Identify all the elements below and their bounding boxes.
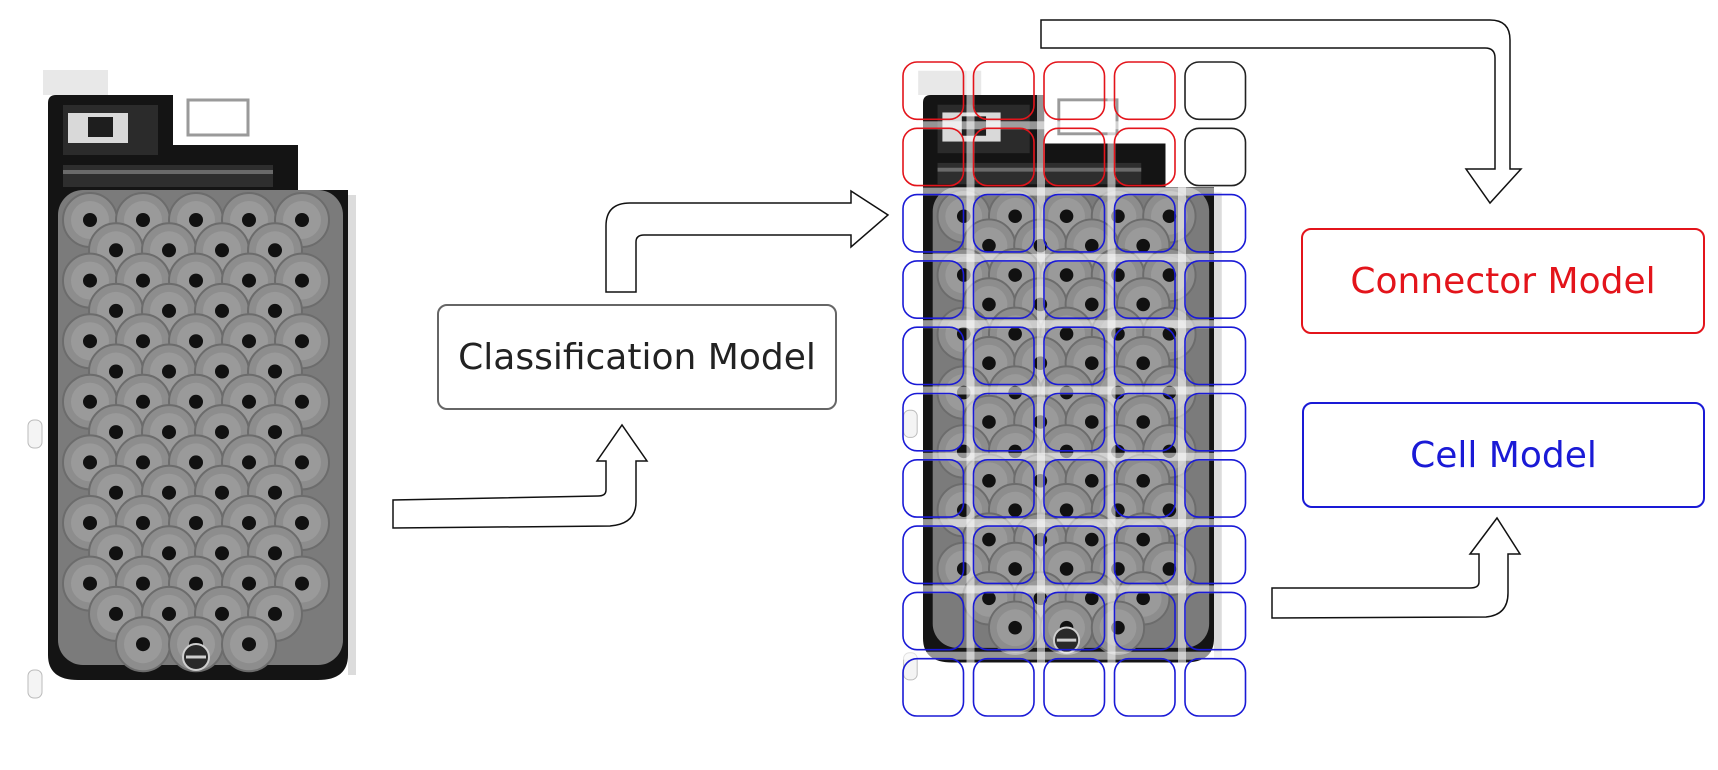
cell-patch xyxy=(1184,458,1247,518)
battery-cell xyxy=(115,616,171,673)
arrow-icon xyxy=(1040,19,1523,205)
cell-model-box: Cell Model xyxy=(1302,402,1705,508)
connector-model-label: Connector Model xyxy=(1350,260,1656,302)
cell-patch xyxy=(1113,657,1176,717)
cell-patch xyxy=(902,657,965,717)
classification-model-box: Classification Model xyxy=(437,304,837,410)
cell-patch xyxy=(1184,326,1247,386)
cell-patch xyxy=(902,392,965,452)
cell-patch xyxy=(1043,458,1106,518)
arrow-icon xyxy=(605,189,890,293)
cell-patch xyxy=(1184,193,1247,253)
classification-model-label: Classification Model xyxy=(458,336,816,378)
connector-patch xyxy=(902,127,965,187)
empty-patch xyxy=(1184,61,1247,121)
cell-patch xyxy=(1184,657,1247,717)
cell-patch xyxy=(972,458,1035,518)
cell-patch xyxy=(1043,193,1106,253)
cell-patch xyxy=(972,525,1035,585)
cell-patch xyxy=(1043,657,1106,717)
connector-patch xyxy=(1113,127,1176,187)
cell-patch xyxy=(1184,392,1247,452)
cell-patch xyxy=(1113,260,1176,319)
connector-patch xyxy=(1043,61,1106,121)
connector-model-box: Connector Model xyxy=(1301,228,1705,334)
connector-patch xyxy=(1043,127,1106,187)
cell-patch xyxy=(1043,326,1106,386)
cell-patch xyxy=(1113,193,1176,253)
cell-patch xyxy=(1184,525,1247,585)
cell-patch xyxy=(1113,458,1176,518)
flow-arrows xyxy=(392,19,1523,619)
cell-patch xyxy=(972,326,1035,386)
cell-patch xyxy=(902,525,965,585)
cell-patch xyxy=(1113,392,1176,452)
connector-patch xyxy=(1113,61,1176,121)
battery-pack-xray-image xyxy=(27,70,356,699)
cell-patch xyxy=(902,260,965,319)
arrow-icon xyxy=(392,423,649,529)
cell-patch xyxy=(1043,260,1106,319)
cell-patch xyxy=(1113,525,1176,585)
cell-patch xyxy=(1043,392,1106,452)
connector-patch xyxy=(972,127,1035,187)
cell-patch xyxy=(972,260,1035,319)
cell-patch xyxy=(972,193,1035,253)
cell-patch xyxy=(972,392,1035,452)
split-battery-image xyxy=(895,55,1255,710)
cell-patch xyxy=(902,193,965,253)
cell-patch xyxy=(1184,260,1247,319)
cell-patch xyxy=(972,591,1035,651)
cell-patch xyxy=(1113,326,1176,386)
patch-grid xyxy=(902,61,1247,717)
cell-patch xyxy=(972,657,1035,717)
connector-patch xyxy=(972,61,1035,121)
connector-patch xyxy=(902,61,965,121)
battery-cell xyxy=(221,616,277,673)
cell-patch xyxy=(1184,591,1247,651)
arrow-icon xyxy=(1271,516,1522,619)
cell-model-label: Cell Model xyxy=(1410,434,1597,476)
empty-patch xyxy=(1184,127,1247,187)
cell-patch xyxy=(902,326,965,386)
cell-patch xyxy=(902,591,965,651)
cell-patch xyxy=(1113,591,1176,651)
cell-patch xyxy=(1043,525,1106,585)
cell-patch xyxy=(902,458,965,518)
cell-patch xyxy=(1043,591,1106,651)
